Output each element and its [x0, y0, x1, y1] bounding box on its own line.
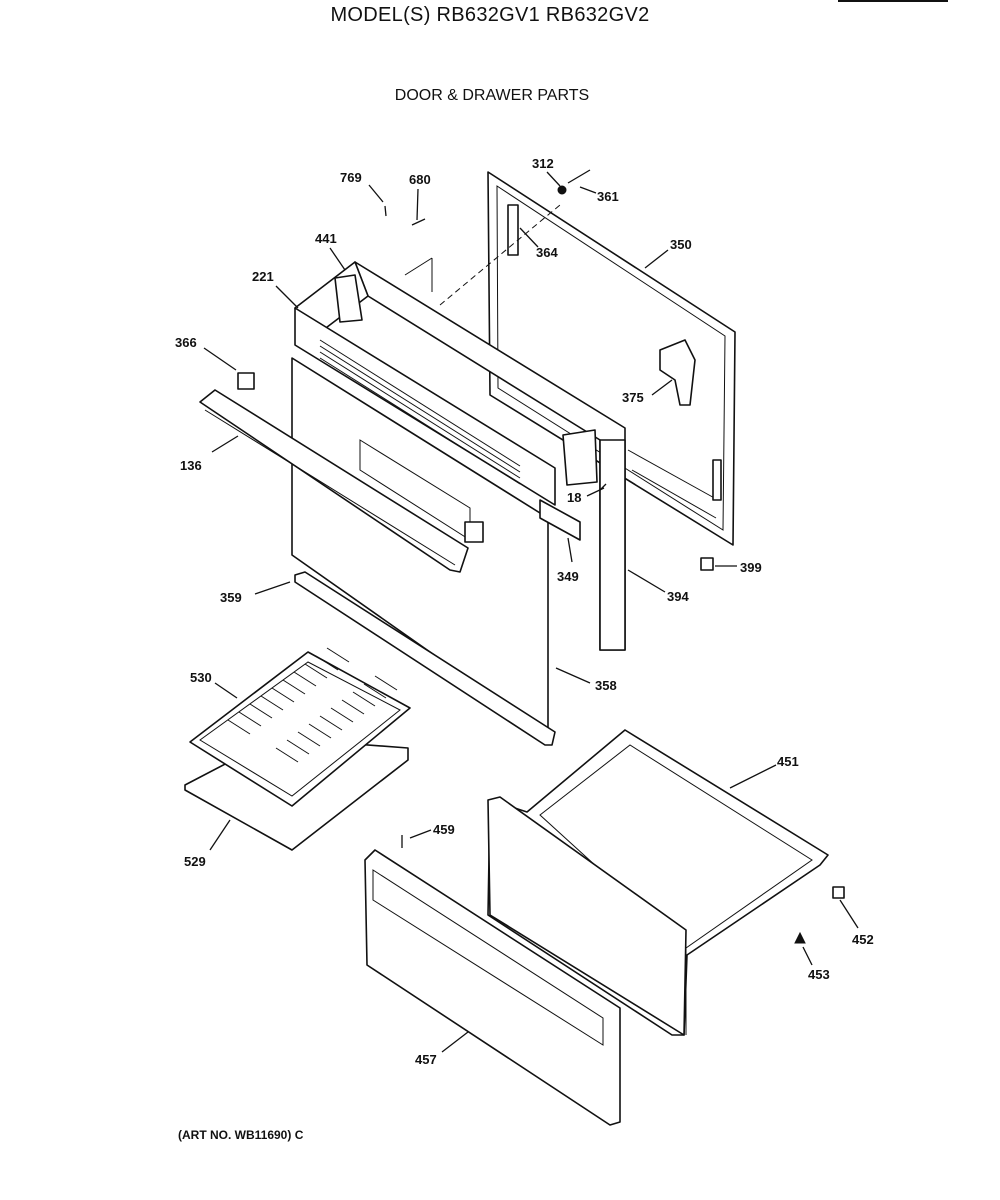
broiler-grid-drawing: [189, 647, 411, 807]
part-label-680: 680: [409, 172, 431, 187]
grid-slot: [275, 747, 299, 763]
screw-769-drawing: [384, 205, 387, 217]
part-label-529: 529: [184, 854, 206, 869]
grid-slot: [315, 655, 339, 671]
section-title: DOOR & DRAWER PARTS: [394, 87, 590, 104]
part-label-358: 358: [595, 678, 617, 693]
insulation-strip-drawing: [539, 499, 581, 541]
part-number-labels: 769 680 312 361 441 364 350 221 366 375 …: [175, 156, 874, 1067]
handle-end-cap-drawing: [237, 372, 255, 390]
screw-361-drawing: [567, 169, 591, 184]
grid-slot: [363, 683, 387, 699]
leader-lines: [203, 171, 859, 1053]
door-stop-block-drawing: [700, 557, 714, 571]
part-label-375: 375: [622, 390, 644, 405]
screw-680-drawing: [411, 218, 426, 226]
washer-drawing: [557, 185, 567, 195]
door-handle-drawing: [199, 389, 469, 573]
top-rule: [838, 0, 948, 2]
part-label-349: 349: [557, 569, 579, 584]
part-label-457: 457: [415, 1052, 437, 1067]
drawer-body-drawing: [487, 729, 829, 1036]
grid-slot: [286, 739, 310, 755]
grid-slot: [297, 731, 321, 747]
part-label-136: 136: [180, 458, 202, 473]
part-label-18: 18: [567, 490, 581, 505]
part-label-769: 769: [340, 170, 362, 185]
part-label-221: 221: [252, 269, 274, 284]
drawer-front-panel-drawing: [364, 849, 621, 1126]
grid-slot: [374, 675, 398, 691]
part-label-451: 451: [777, 754, 799, 769]
part-label-364: 364: [536, 245, 558, 260]
grid-slot: [319, 715, 343, 731]
part-label-453: 453: [808, 967, 830, 982]
grid-slot: [249, 703, 273, 719]
grid-slot: [326, 647, 350, 663]
part-label-452: 452: [852, 932, 874, 947]
grid-slot: [227, 719, 251, 735]
outer-door-panel-drawing: [487, 171, 736, 546]
grid-slot: [341, 699, 365, 715]
grid-slot: [260, 695, 284, 711]
part-label-530: 530: [190, 670, 212, 685]
part-label-399: 399: [740, 560, 762, 575]
inner-door-frame-drawing: [294, 257, 626, 651]
grid-slot: [304, 663, 328, 679]
grid-slot: [271, 687, 295, 703]
part-label-441: 441: [315, 231, 337, 246]
drawer-leveler-drawing: [794, 931, 806, 944]
grid-slot: [330, 707, 354, 723]
bottom-trim-drawing: [294, 571, 556, 746]
part-label-459: 459: [433, 822, 455, 837]
grid-slot: [282, 679, 306, 695]
part-label-312: 312: [532, 156, 554, 171]
part-label-350: 350: [670, 237, 692, 252]
grid-slot: [293, 671, 317, 687]
part-label-359: 359: [220, 590, 242, 605]
model-title: MODEL(S) RB632GV1 RB632GV2: [330, 4, 650, 26]
drawer-glide-drawing: [832, 886, 845, 899]
part-label-366: 366: [175, 335, 197, 350]
part-label-361: 361: [597, 189, 619, 204]
grid-slot: [352, 691, 376, 707]
grid-slot: [238, 711, 262, 727]
part-label-394: 394: [667, 589, 689, 604]
grid-slot: [308, 723, 332, 739]
assembly-dashed-line: [439, 204, 561, 306]
art-number: (ART NO. WB11690) C: [178, 1128, 304, 1142]
